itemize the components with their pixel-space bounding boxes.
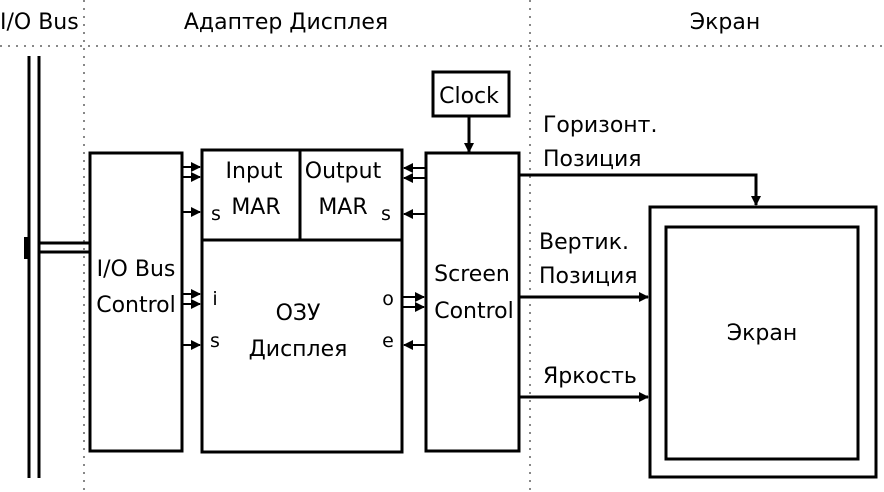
display-outer-frame — [648, 205, 878, 479]
io-bus-control-block — [88, 151, 184, 453]
clock-block — [431, 70, 511, 118]
clock-label: Clock — [439, 84, 499, 109]
screen-control-label-1: Screen — [434, 262, 510, 287]
display-label: Экран — [727, 321, 797, 346]
display-ram-block — [200, 148, 404, 454]
display-ram-pin-e: e — [382, 330, 394, 352]
io-bus-connector — [39, 241, 90, 254]
vertical-position-label-1: Вертик. — [539, 230, 629, 255]
horizontal-position-label-2: Позиция — [543, 147, 642, 172]
output-mar-label-1: Output — [305, 159, 382, 184]
io-bus-tap — [24, 237, 30, 259]
display-ram-label-1: ОЗУ — [276, 301, 321, 326]
display-ram-label-2: Дисплея — [249, 337, 348, 362]
input-mar-label-2: MAR — [231, 195, 280, 220]
display-ram-pin-i: i — [212, 288, 217, 310]
header-adapter: Адаптер Дисплея — [184, 10, 388, 35]
screen-control-label-2: Control — [434, 299, 514, 324]
display-inner-frame — [664, 225, 860, 461]
io-bus-control-label-1: I/O Bus — [97, 257, 176, 282]
vertical-position-label-2: Позиция — [539, 264, 638, 289]
input-mar-label-1: Input — [226, 159, 283, 184]
output-mar-label-2: MAR — [318, 195, 367, 220]
header-screen: Экран — [690, 10, 760, 35]
input-mar-pin-s: s — [211, 203, 221, 225]
display-ram-pin-o: o — [382, 288, 394, 310]
screen-control-block — [424, 151, 521, 453]
display-ram-pin-s: s — [210, 330, 220, 352]
io-bus-control-label-2: Control — [96, 293, 176, 318]
output-mar-pin-s: s — [381, 203, 391, 225]
horizontal-position-signal — [519, 173, 761, 206]
brightness-label: Яркость — [543, 364, 637, 389]
header-io-bus: I/O Bus — [0, 10, 79, 35]
io-bus-rail — [27, 56, 41, 478]
horizontal-position-label-1: Горизонт. — [543, 113, 658, 138]
